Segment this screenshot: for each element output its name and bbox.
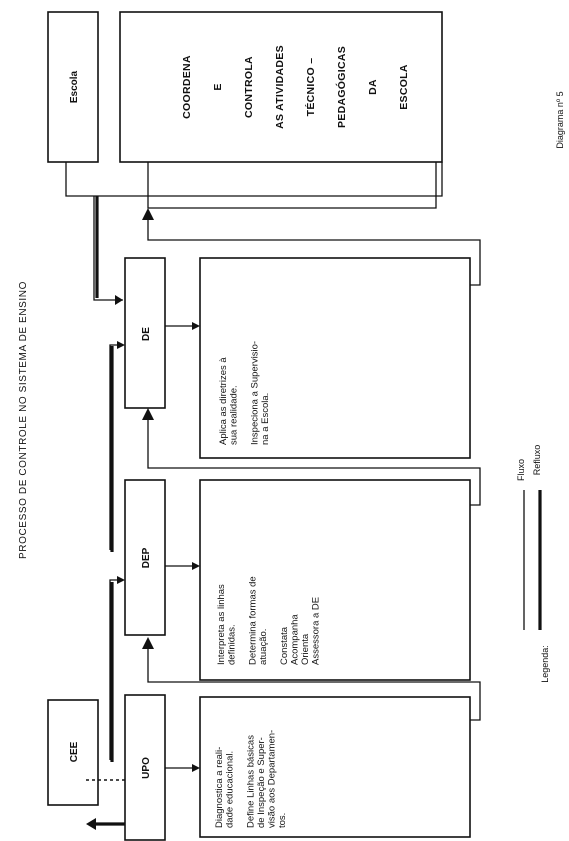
text-line: E (212, 83, 224, 90)
legend-refluxo-label: Refluxo (532, 445, 542, 476)
text-line: PEDAGÓGICAS (335, 46, 348, 128)
escola-role-lines: COORDENA E CONTROLA AS ATIVIDADES TÉCNICO – P… (181, 45, 410, 129)
diagram-number-label: Diagrama nº 5 (555, 91, 565, 148)
de-label: DE (141, 327, 152, 341)
text-line: Acompanha (290, 614, 301, 665)
text-line: ESCOLA (398, 64, 410, 110)
dep-label: DEP (141, 547, 152, 568)
text-line: COORDENA (181, 55, 193, 119)
text-line: Inspeciona a Supervisio- (250, 341, 261, 445)
legend-label: Legenda: (540, 645, 550, 683)
text-line: Interpreta as linhas (216, 584, 227, 665)
upo-description-box: Diagnostica a reali-dade educacional. Def… (199, 696, 471, 838)
text-line: DA (367, 79, 379, 95)
text-line: definidas. (227, 624, 238, 665)
upo-description: Diagnostica a reali-dade educacional. Def… (214, 730, 288, 828)
diagram-title: PROCESSO DE CONTROLE NO SISTEMA DE ENSIN… (18, 281, 29, 559)
text-line: Orienta (300, 633, 311, 665)
text-line: Aplica as diretrizes à (218, 357, 229, 445)
text-line: Constata (279, 626, 290, 665)
text-line: tos. (277, 813, 288, 828)
text-line: na a Escola. (260, 393, 271, 445)
text-line: Define Linhas básicas (246, 735, 257, 828)
text-line: atuação. (258, 629, 269, 665)
upo-label: UPO (141, 757, 152, 779)
escola-label: Escola (69, 70, 80, 103)
text-line: AS ATIVIDADES (274, 45, 286, 129)
legend: Legenda: Fluxo Refluxo (516, 445, 550, 683)
text-line: TÉCNICO – (304, 58, 317, 117)
cee-box: CEE (47, 699, 99, 806)
text-line: visão aos Departamen- (267, 730, 278, 828)
de-box: DE (124, 257, 166, 409)
escola-box: Escola (47, 11, 99, 163)
escola-role-box: COORDENA E CONTROLA AS ATIVIDADES TÉCNICO – P… (119, 11, 443, 163)
upo-box: UPO (124, 694, 166, 841)
dep-box: DEP (124, 479, 166, 636)
text-line: Determina formas de (248, 576, 259, 665)
text-line: dade educacional. (225, 751, 236, 828)
text-line: Assessora a DE (311, 597, 322, 665)
text-line: sua realidade. (229, 385, 240, 445)
legend-fluxo-label: Fluxo (516, 459, 526, 481)
text-line: Diagnostica a reali- (214, 747, 225, 828)
text-line: de Inspeção e Super- (256, 737, 267, 828)
cee-label: CEE (69, 741, 80, 762)
text-line: CONTROLA (243, 56, 255, 118)
